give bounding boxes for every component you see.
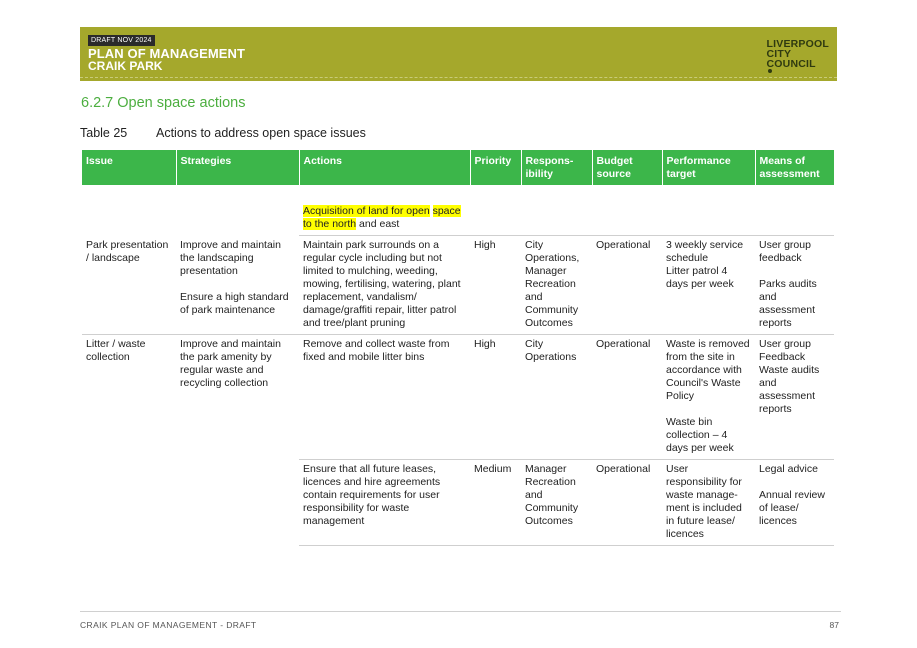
logo-line: CITY <box>766 48 792 60</box>
banner-dashed-line <box>80 77 837 78</box>
priority-cell: High <box>470 235 521 335</box>
assessment-text: Legal advice <box>759 463 818 475</box>
priority-cell: High <box>470 334 521 460</box>
table-caption: Table 25 Actions to address open space is… <box>80 126 366 140</box>
section-heading: 6.2.7 Open space actions <box>81 95 246 111</box>
highlighted-text: Acquisition of land for open <box>303 205 430 217</box>
strategy-text: Improve and maintain the landscaping pre… <box>180 238 281 277</box>
assessment-cell: Legal advice Annual review of lease/ lic… <box>755 459 834 546</box>
budget-cell: Operational <box>592 334 662 460</box>
action-cell: Maintain park surrounds on a regular cyc… <box>299 235 470 335</box>
strategy-cell: Improve and maintain the landscaping pre… <box>176 235 299 335</box>
assessment-cell: User group Feedback Waste audits and ass… <box>755 334 834 460</box>
header-issue: Issue <box>82 150 177 185</box>
target-cell: 3 weekly service schedule Litter patrol … <box>662 235 755 335</box>
assessment-text: Annual review of lease/ licences <box>759 489 825 527</box>
header-performance-target: Performance target <box>662 150 756 185</box>
assessment-cell: User group feedback Parks audits and ass… <box>755 235 834 335</box>
target-cell: User responsibility for waste manage-men… <box>662 459 755 546</box>
header-priority: Priority <box>470 150 522 185</box>
actions-table: Issue Strategies Actions Priority Respon… <box>82 150 834 546</box>
strategy-cell: Improve and maintain the park amenity by… <box>180 338 281 389</box>
header-banner: DRAFT NOV 2024 PLAN OF MANAGEMENT CRAIK … <box>80 27 837 81</box>
issue-cell: Park presentation / landscape <box>82 235 176 335</box>
header-strategies: Strategies <box>176 150 300 185</box>
action-text: and east <box>356 218 400 230</box>
strategy-text: Ensure a high standard of park maintenan… <box>180 290 289 316</box>
assessment-text: Parks audits and assessment reports <box>759 278 817 329</box>
target-cell: Waste is removed from the site in accord… <box>662 334 755 460</box>
target-text: Waste is removed from the site in accord… <box>666 338 750 402</box>
action-cell: Acquisition of land for open space to th… <box>299 185 470 236</box>
responsibility-cell: City Operations, Manager Recreation and … <box>521 235 592 335</box>
logo-line-last: COUNCIL <box>767 59 829 73</box>
council-logo: LIVERPOOL CITY COUNCIL <box>767 39 829 73</box>
target-text: Waste bin collection – 4 days per week <box>666 416 734 454</box>
action-cell: Remove and collect waste from fixed and … <box>299 334 470 460</box>
action-cell: Ensure that all future leases, licences … <box>299 459 470 546</box>
table-row: Park presentation / landscape Improve an… <box>82 235 834 335</box>
header-budget-source: Budget source <box>592 150 663 185</box>
table-number: Table 25 <box>80 126 128 140</box>
table-row: Litter / waste collection Improve and ma… <box>82 334 834 460</box>
header-actions: Actions <box>299 150 471 185</box>
priority-cell: Medium <box>470 459 521 546</box>
target-text: Litter patrol 4 days per week <box>666 265 734 290</box>
page-number: 87 <box>829 620 839 630</box>
header-responsibility: Respons- ibility <box>521 150 593 185</box>
plan-title: PLAN OF MANAGEMENT <box>88 46 246 61</box>
table-row: Acquisition of land for open space to th… <box>82 185 834 236</box>
footer-divider <box>80 611 841 612</box>
assessment-text: User group feedback <box>759 239 811 264</box>
logo-dot-icon <box>767 69 772 73</box>
header-means-of-assessment: Means of assessment <box>755 150 834 185</box>
plan-subtitle: CRAIK PARK <box>88 59 163 73</box>
footer-document-title: CRAIK PLAN OF MANAGEMENT - DRAFT <box>80 620 257 630</box>
logo-line: LIVERPOOL <box>766 38 829 50</box>
table-row: Ensure that all future leases, licences … <box>82 459 834 546</box>
budget-cell: Operational <box>592 459 662 546</box>
target-text: 3 weekly service schedule <box>666 239 744 264</box>
table-header-row: Issue Strategies Actions Priority Respon… <box>82 150 834 185</box>
budget-cell: Operational <box>592 235 662 335</box>
responsibility-cell: City Operations <box>521 334 592 460</box>
table-title: Actions to address open space issues <box>156 126 366 140</box>
draft-tag: DRAFT NOV 2024 <box>88 35 155 46</box>
responsibility-cell: Manager Recreation and Community Outcome… <box>521 459 592 546</box>
issue-cell: Litter / waste collection <box>86 338 146 363</box>
